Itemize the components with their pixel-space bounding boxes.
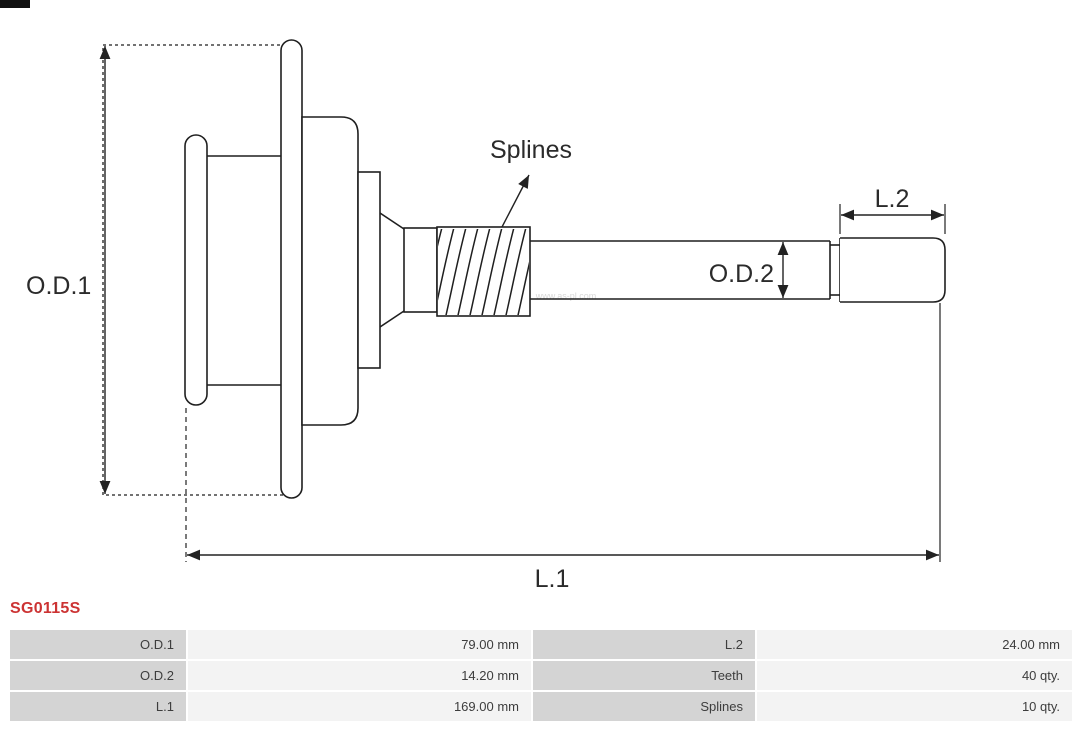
site-watermark: www.as-pl.com <box>535 291 597 301</box>
splines-label: Splines <box>490 136 572 164</box>
spec-value: 169.00 mm <box>188 692 531 721</box>
spec-value: 10 qty. <box>757 692 1072 721</box>
as-pl-logo-watermark <box>0 0 30 8</box>
shaft-collar <box>403 227 438 313</box>
spec-label: Splines <box>533 692 755 721</box>
spec-label: O.D.1 <box>10 630 186 659</box>
spline-block <box>436 226 531 317</box>
dimension-lines <box>99 46 946 562</box>
spec-label: Teeth <box>533 661 755 690</box>
l1-label: L.1 <box>535 565 570 593</box>
od1-label: O.D.1 <box>26 272 91 300</box>
drive-plate-disc <box>280 39 303 499</box>
od2-label: O.D.2 <box>709 260 774 288</box>
shaft-end <box>840 237 946 303</box>
hub-cylinder <box>184 134 208 406</box>
spec-value: 14.20 mm <box>188 661 531 690</box>
splines-leader-arrow <box>501 174 530 228</box>
technical-drawing: www.as-pl.com <box>0 0 946 593</box>
dimension-labels: O.D.1 Splines O.D.2 L.2 L.1 <box>26 136 909 593</box>
table-row: O.D.1 79.00 mm L.2 24.00 mm <box>10 630 1072 659</box>
spline-hatching <box>438 229 529 315</box>
spec-label: O.D.2 <box>10 661 186 690</box>
spec-value: 24.00 mm <box>757 630 1072 659</box>
table-row: L.1 169.00 mm Splines 10 qty. <box>10 692 1072 721</box>
part-number: SG0115S <box>10 600 81 617</box>
spec-value: 79.00 mm <box>188 630 531 659</box>
spec-table: O.D.1 79.00 mm L.2 24.00 mm O.D.2 14.20 … <box>8 628 1074 723</box>
part-outline <box>102 39 946 499</box>
l2-label: L.2 <box>875 185 910 213</box>
spec-label: L.1 <box>10 692 186 721</box>
bell-housing <box>301 116 359 426</box>
table-row: O.D.2 14.20 mm Teeth 40 qty. <box>10 661 1072 690</box>
spec-value: 40 qty. <box>757 661 1072 690</box>
spec-label: L.2 <box>533 630 755 659</box>
step-section <box>357 171 381 369</box>
